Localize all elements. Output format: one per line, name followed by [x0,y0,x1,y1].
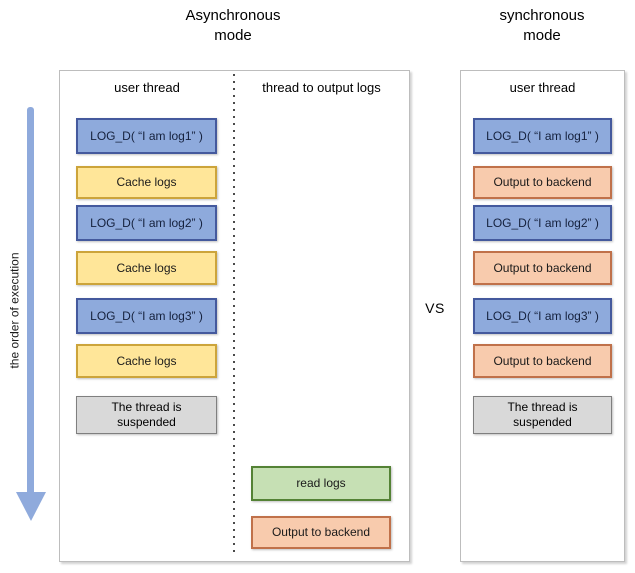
read-logs-box: read logs [251,466,391,501]
vs-label: VS [425,300,445,316]
cache-logs-box: Cache logs [76,344,217,378]
sync-user-thread-header: user thread [509,80,576,95]
async-output-thread-header: thread to output logs [262,80,381,95]
sync-mode-title: synchronous mode [442,6,635,46]
async-user-thread-header: user thread [114,80,180,95]
log-call-box: LOG_D( “I am log2” ) [473,205,612,241]
execution-order-label: the order of execution [7,252,22,369]
async-mode-title: Asynchronous mode [133,6,333,46]
output-backend-box: Output to backend [473,344,612,378]
log-call-box: LOG_D( “I am log1” ) [473,118,612,154]
suspended-box: The thread is suspended [473,396,612,434]
sync-mode-title-line1: synchronous [499,7,585,24]
cache-logs-box: Cache logs [76,166,217,199]
thread-divider [233,74,235,555]
suspended-box: The thread is suspended [76,396,217,434]
sync-panel: user thread LOG_D( “I am log1” ) Output … [460,70,625,562]
sync-mode-title-line2: mode [523,27,561,44]
log-call-box: LOG_D( “I am log2” ) [76,205,217,241]
async-panel: user thread thread to output logs LOG_D(… [59,70,410,562]
log-call-box: LOG_D( “I am log1” ) [76,118,217,154]
async-mode-title-line2: mode [214,27,252,44]
suspended-box-label: The thread is suspended [507,400,578,429]
output-backend-box: Output to backend [473,166,612,199]
cache-logs-box: Cache logs [76,251,217,285]
log-call-box: LOG_D( “I am log3” ) [473,298,612,334]
execution-order-arrow-line [27,107,34,493]
output-backend-box: Output to backend [473,251,612,285]
execution-order-arrow-head-icon [16,492,46,521]
output-backend-box: Output to backend [251,516,391,549]
log-call-box: LOG_D( “I am log3” ) [76,298,217,334]
async-mode-title-line1: Asynchronous [185,7,281,24]
suspended-box-label: The thread is suspended [111,400,182,429]
